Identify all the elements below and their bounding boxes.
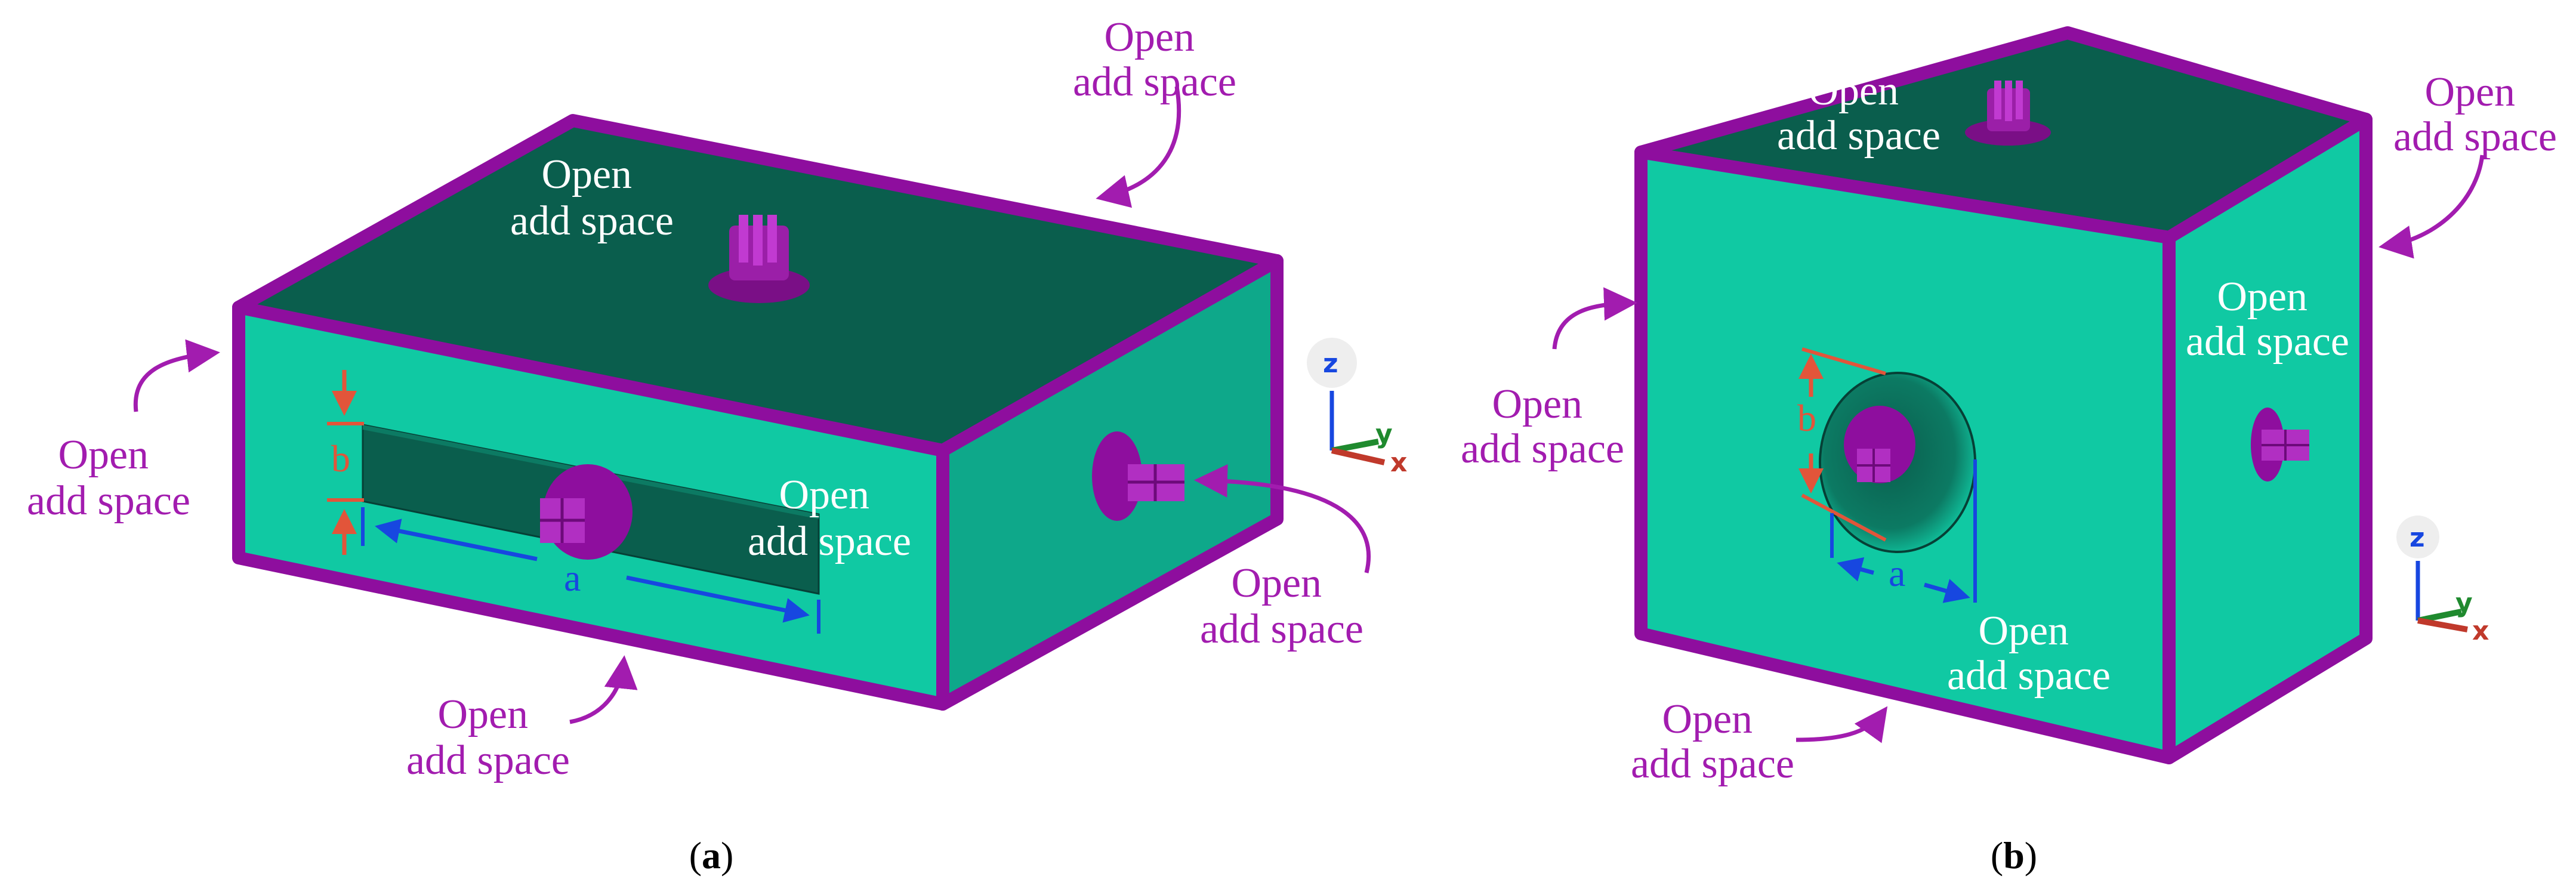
probe-icon <box>1857 449 1890 482</box>
dim-a-arrow-right <box>1924 579 1970 603</box>
arrow-icon <box>1194 464 1371 573</box>
svg-text:z: z <box>2410 523 2425 553</box>
caption-a: (a) <box>689 834 734 877</box>
dim-b-label: b <box>1797 397 1816 439</box>
label-a-top-face: Open add space <box>510 152 674 244</box>
dim-a-arrow-left <box>1837 557 1874 582</box>
svg-text:y: y <box>1375 419 1393 449</box>
probe-icon <box>729 215 789 280</box>
probe-icon <box>540 498 585 543</box>
label-a-left: Open add space <box>27 432 190 524</box>
dim-a-label: a <box>1889 552 1905 594</box>
arrow-icon <box>2378 155 2485 259</box>
label-a-right: Open add space <box>1200 560 1363 652</box>
arrow-icon <box>1552 287 1637 350</box>
axis-triad-icon: z y x <box>1307 338 1407 478</box>
dim-b-top-line <box>1801 347 1886 375</box>
axis-triad-icon: z y x <box>2396 516 2489 646</box>
label-a-top-right: Open add space <box>1073 14 1236 105</box>
dim-a-arrow-right <box>626 575 810 623</box>
label-b-left: Open add space <box>1461 381 1624 472</box>
label-a-bottom: Open add space <box>406 692 570 783</box>
caption-b: (b) <box>1991 834 2037 877</box>
dim-a-arrow-left <box>375 519 538 561</box>
panel-a: b a Open add space Open add space Open a… <box>27 14 1407 877</box>
label-b-bottom: Open add space <box>1631 696 1794 787</box>
dim-b-bottom-line <box>1801 493 1887 542</box>
label-a-front-inner: Open add space <box>748 472 911 564</box>
dim-b-label: b <box>331 437 350 480</box>
panel-b: b a Open add space Open add space Open a… <box>1461 26 2557 877</box>
probe-icon <box>1987 81 2030 131</box>
arrow-icon <box>1796 706 1888 743</box>
arrow-icon <box>569 655 638 724</box>
svg-text:x: x <box>2472 616 2489 646</box>
svg-text:x: x <box>1390 448 1407 478</box>
probe-icon <box>2262 430 2309 461</box>
dim-a-label: a <box>564 557 581 599</box>
label-b-top-right: Open add space <box>2393 69 2557 160</box>
label-b-right-face: Open add space <box>2186 274 2349 365</box>
probe-icon <box>1128 464 1184 501</box>
label-b-front-right: Open add space <box>1947 608 2111 699</box>
arrow-icon <box>133 339 220 412</box>
label-b-top-face: Open add space <box>1777 68 1941 159</box>
arrow-icon <box>1096 86 1181 208</box>
svg-text:y: y <box>2455 588 2473 618</box>
svg-text:z: z <box>1323 348 1338 379</box>
